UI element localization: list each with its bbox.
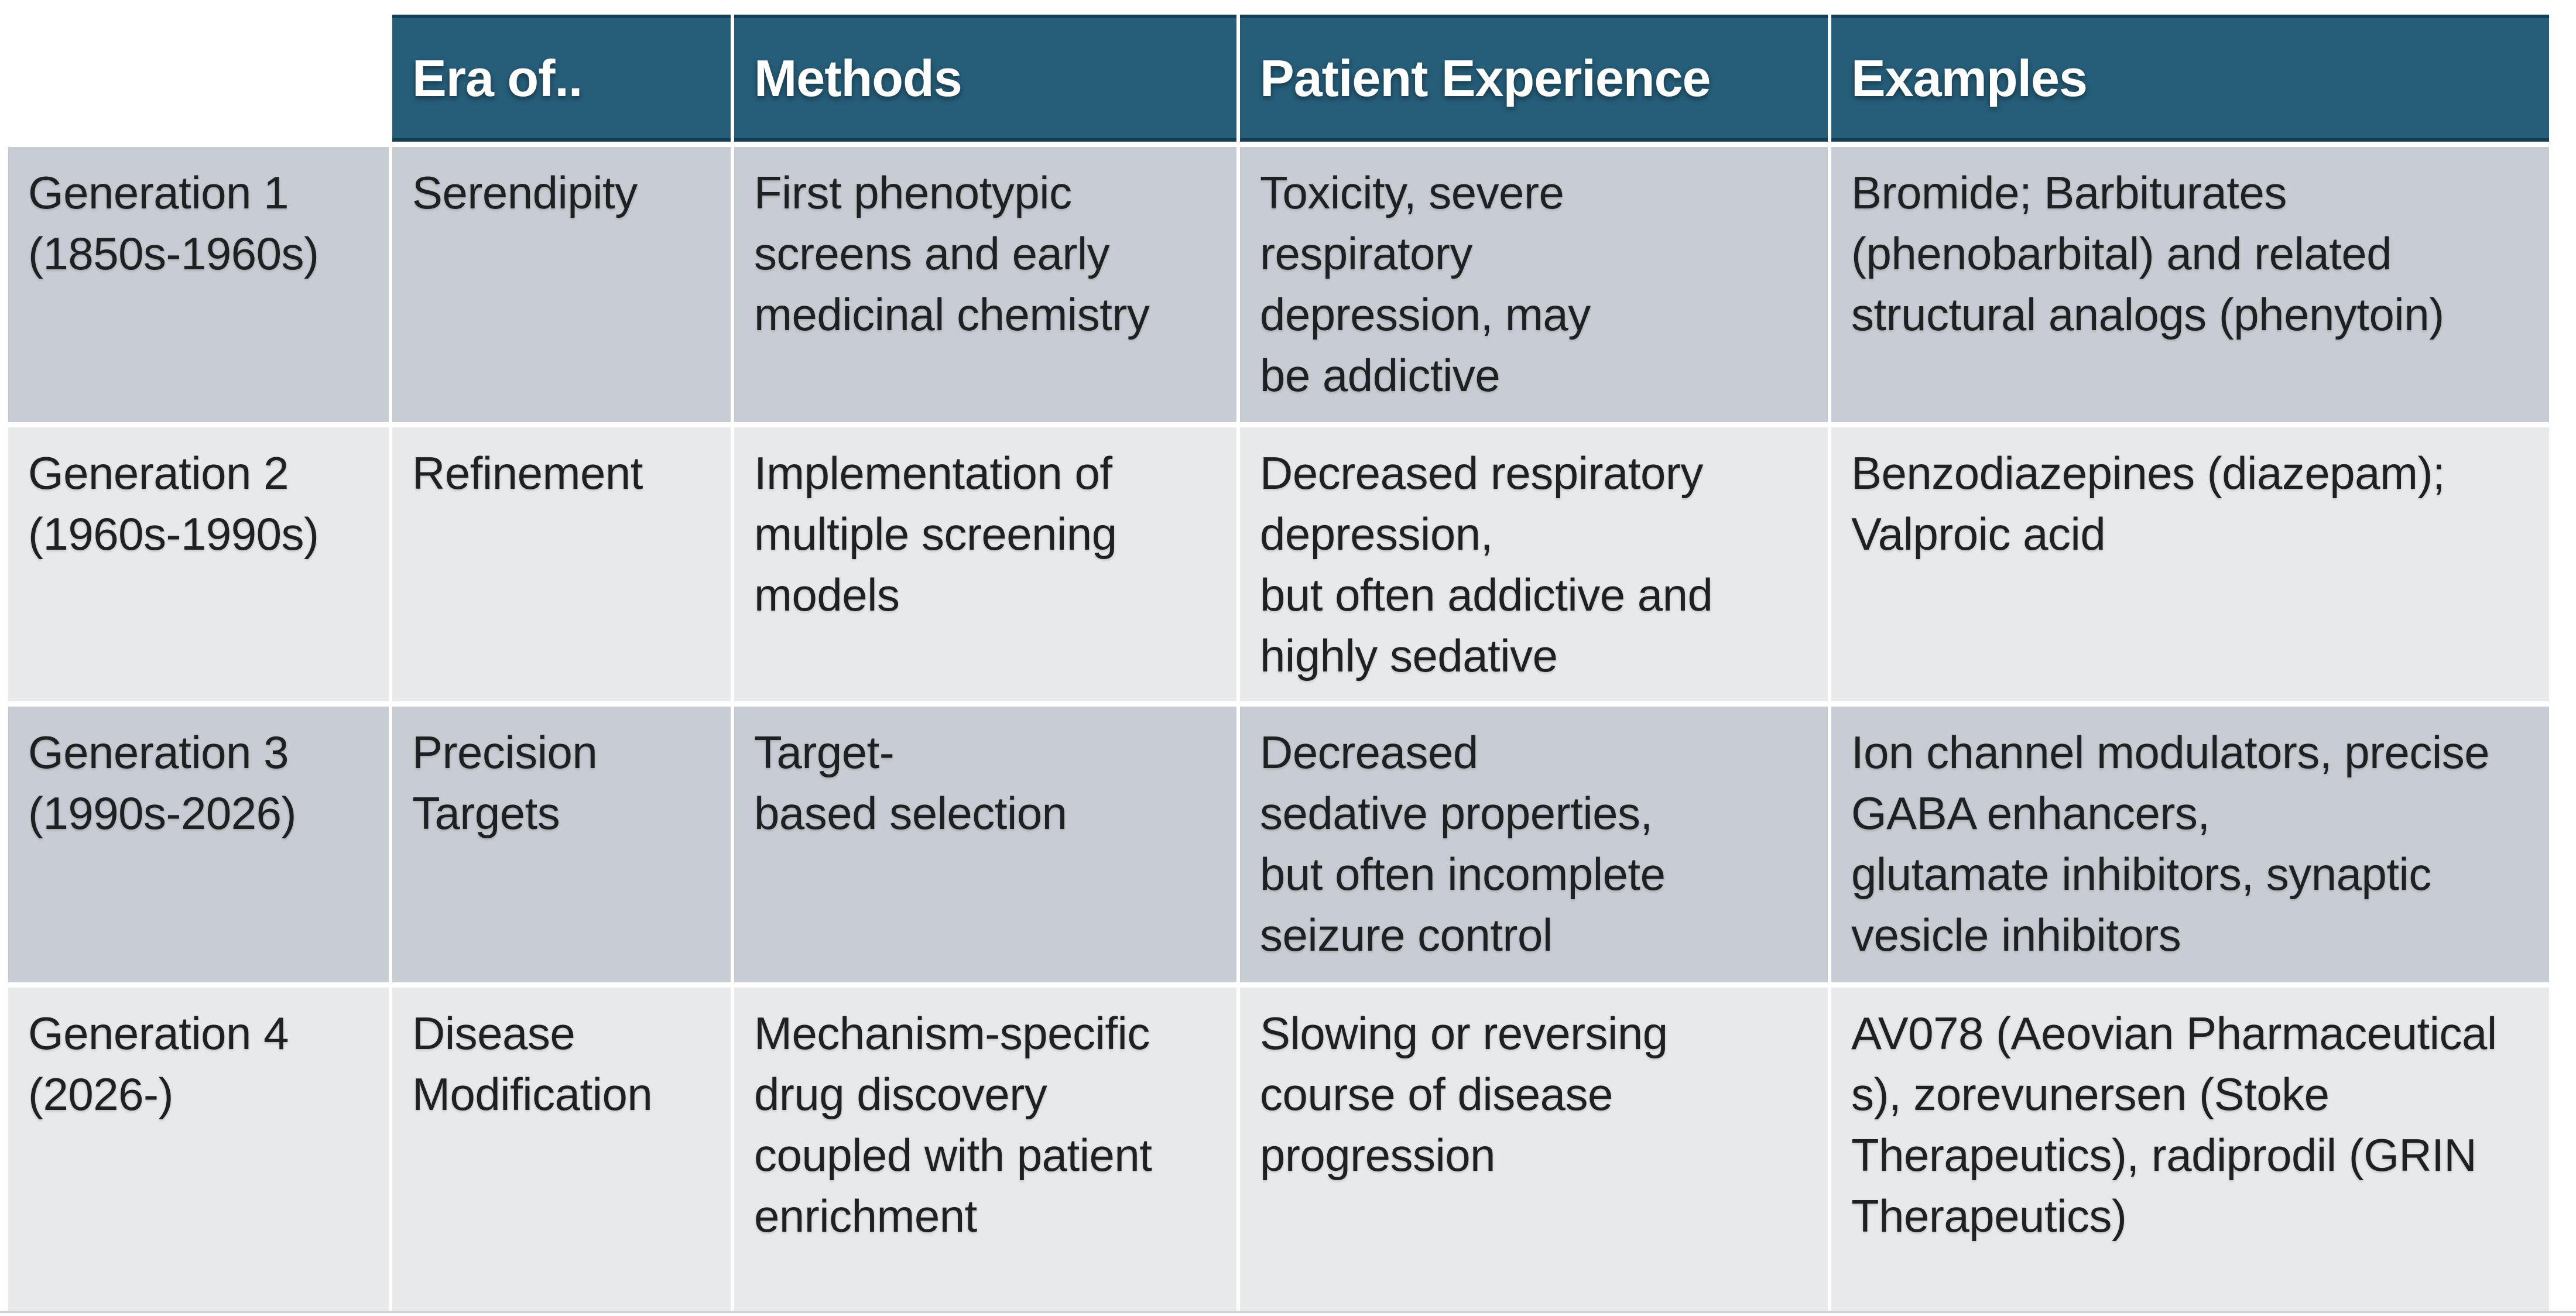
cell-gen2-label: Generation 2 (1960s-1990s)	[8, 427, 389, 701]
cell-gen3-patient-experience: Decreased sedative properties, but often…	[1240, 707, 1828, 982]
cell-gen1-patient-experience: Toxicity, severe respiratory depression,…	[1240, 147, 1828, 422]
cell-gen3-era: Precision Targets	[392, 707, 731, 982]
cell-gen2-era: Refinement	[392, 427, 731, 701]
cell-gen1-era: Serendipity	[392, 147, 731, 422]
header-cell-blank	[8, 15, 389, 142]
cell-gen3-methods: Target- based selection	[734, 707, 1236, 982]
table-row-generation-2: Generation 2 (1960s-1990s) Refinement Im…	[8, 427, 2549, 701]
cell-gen4-methods: Mechanism-specific drug discovery couple…	[734, 988, 1236, 1311]
cell-gen1-methods: First phenotypic screens and early medic…	[734, 147, 1236, 422]
bottom-edge-artifact	[0, 1311, 2576, 1313]
header-cell-methods: Methods	[734, 15, 1236, 142]
cell-gen2-methods: Implementation of multiple screening mod…	[734, 427, 1236, 701]
table-row-generation-1: Generation 1 (1850s-1960s) Serendipity F…	[8, 147, 2549, 422]
cell-gen2-examples: Benzodiazepines (diazepam); Valproic aci…	[1831, 427, 2549, 701]
cell-gen2-patient-experience: Decreased respiratory depression, but of…	[1240, 427, 1828, 701]
table-row-generation-3: Generation 3 (1990s-2026) Precision Targ…	[8, 707, 2549, 982]
cell-gen4-examples: AV078 (Aeovian Pharmaceutical s), zorevu…	[1831, 988, 2549, 1311]
generations-table: Era of.. Methods Patient Experience Exam…	[5, 9, 2553, 1316]
header-cell-era: Era of..	[392, 15, 731, 142]
cell-gen4-patient-experience: Slowing or reversing course of disease p…	[1240, 988, 1828, 1311]
cell-gen1-examples: Bromide; Barbiturates (phenobarbital) an…	[1831, 147, 2549, 422]
header-cell-patient-experience: Patient Experience	[1240, 15, 1828, 142]
cell-gen3-label: Generation 3 (1990s-2026)	[8, 707, 389, 982]
header-row: Era of.. Methods Patient Experience Exam…	[8, 15, 2549, 142]
cell-gen4-label: Generation 4 (2026-)	[8, 988, 389, 1311]
header-cell-examples: Examples	[1831, 15, 2549, 142]
cell-gen3-examples: Ion channel modulators, precise GABA enh…	[1831, 707, 2549, 982]
table-row-generation-4: Generation 4 (2026-) Disease Modificatio…	[8, 988, 2549, 1311]
cell-gen1-label: Generation 1 (1850s-1960s)	[8, 147, 389, 422]
cell-gen4-era: Disease Modification	[392, 988, 731, 1311]
